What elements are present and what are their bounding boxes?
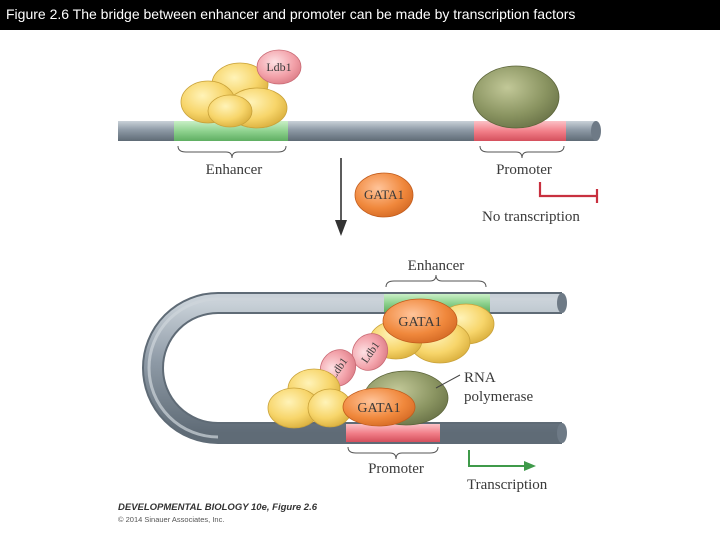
top-panel: Ldb1 Enhancer Promoter No transcription xyxy=(118,49,601,225)
activation-arrow xyxy=(468,450,526,467)
bottom-dna-loop-shine xyxy=(147,297,562,439)
transition: GATA1 xyxy=(335,158,414,236)
top-promoter-brace xyxy=(479,145,565,159)
figure-title: Figure 2.6 The bridge between enhancer a… xyxy=(6,6,576,22)
bottom-promoter-region xyxy=(346,424,440,442)
polymerase-label-line1: RNA xyxy=(464,370,496,386)
activation-arrow-head xyxy=(524,461,536,471)
no-transcription-label: No transcription xyxy=(482,209,580,225)
free-gata1-factor xyxy=(354,172,414,218)
yellow-factor xyxy=(207,94,253,128)
bottom-dna-upper-end xyxy=(557,293,567,313)
repression-symbol xyxy=(538,182,597,198)
top-ldb1-label: Ldb1 xyxy=(266,60,291,74)
bottom-panel: Enhancer GATA1 Ldb1 Ldb1 GATA1 RNA polym… xyxy=(142,258,567,493)
transition-arrow-head xyxy=(335,220,347,236)
bottom-dna-lower-end xyxy=(557,423,567,443)
bottom-promoter-brace xyxy=(347,446,439,460)
bottom-dna-loop-highlight xyxy=(144,294,562,442)
top-promoter-region xyxy=(474,121,566,141)
top-enhancer-brace xyxy=(177,145,287,159)
top-rna-polymerase xyxy=(472,65,560,129)
copyright-credit: © 2014 Sinauer Associates, Inc. xyxy=(118,515,225,524)
bottom-lower-cluster xyxy=(267,368,353,429)
transcription-label: Transcription xyxy=(467,477,548,493)
book-credit: DEVELOPMENTAL BIOLOGY 10e, Figure 2.6 xyxy=(118,502,318,513)
bottom-enhancer-brace xyxy=(385,274,487,288)
bottom-gata1-upper-label: GATA1 xyxy=(398,315,441,330)
title-bar: Figure 2.6 The bridge between enhancer a… xyxy=(0,0,720,30)
polymerase-pointer xyxy=(435,374,461,389)
bottom-gata1-upper-factor xyxy=(382,298,458,344)
bottom-enhancer-label: Enhancer xyxy=(408,258,465,274)
top-yellow-factor-cluster xyxy=(180,62,288,129)
top-ldb1-factor xyxy=(256,49,302,85)
ldb1-right-factor xyxy=(351,333,389,371)
top-enhancer-label: Enhancer xyxy=(206,162,263,178)
top-promoter-label: Promoter xyxy=(496,162,552,178)
free-gata1-label: GATA1 xyxy=(364,187,404,202)
bottom-gata1-lower-label: GATA1 xyxy=(357,401,400,416)
bottom-promoter-label: Promoter xyxy=(368,461,424,477)
polymerase-label-line2: polymerase xyxy=(464,389,533,405)
ldb1-bridge: Ldb1 Ldb1 xyxy=(319,333,389,387)
bottom-gata1-lower-factor xyxy=(342,387,416,427)
top-dna-end xyxy=(591,121,601,141)
